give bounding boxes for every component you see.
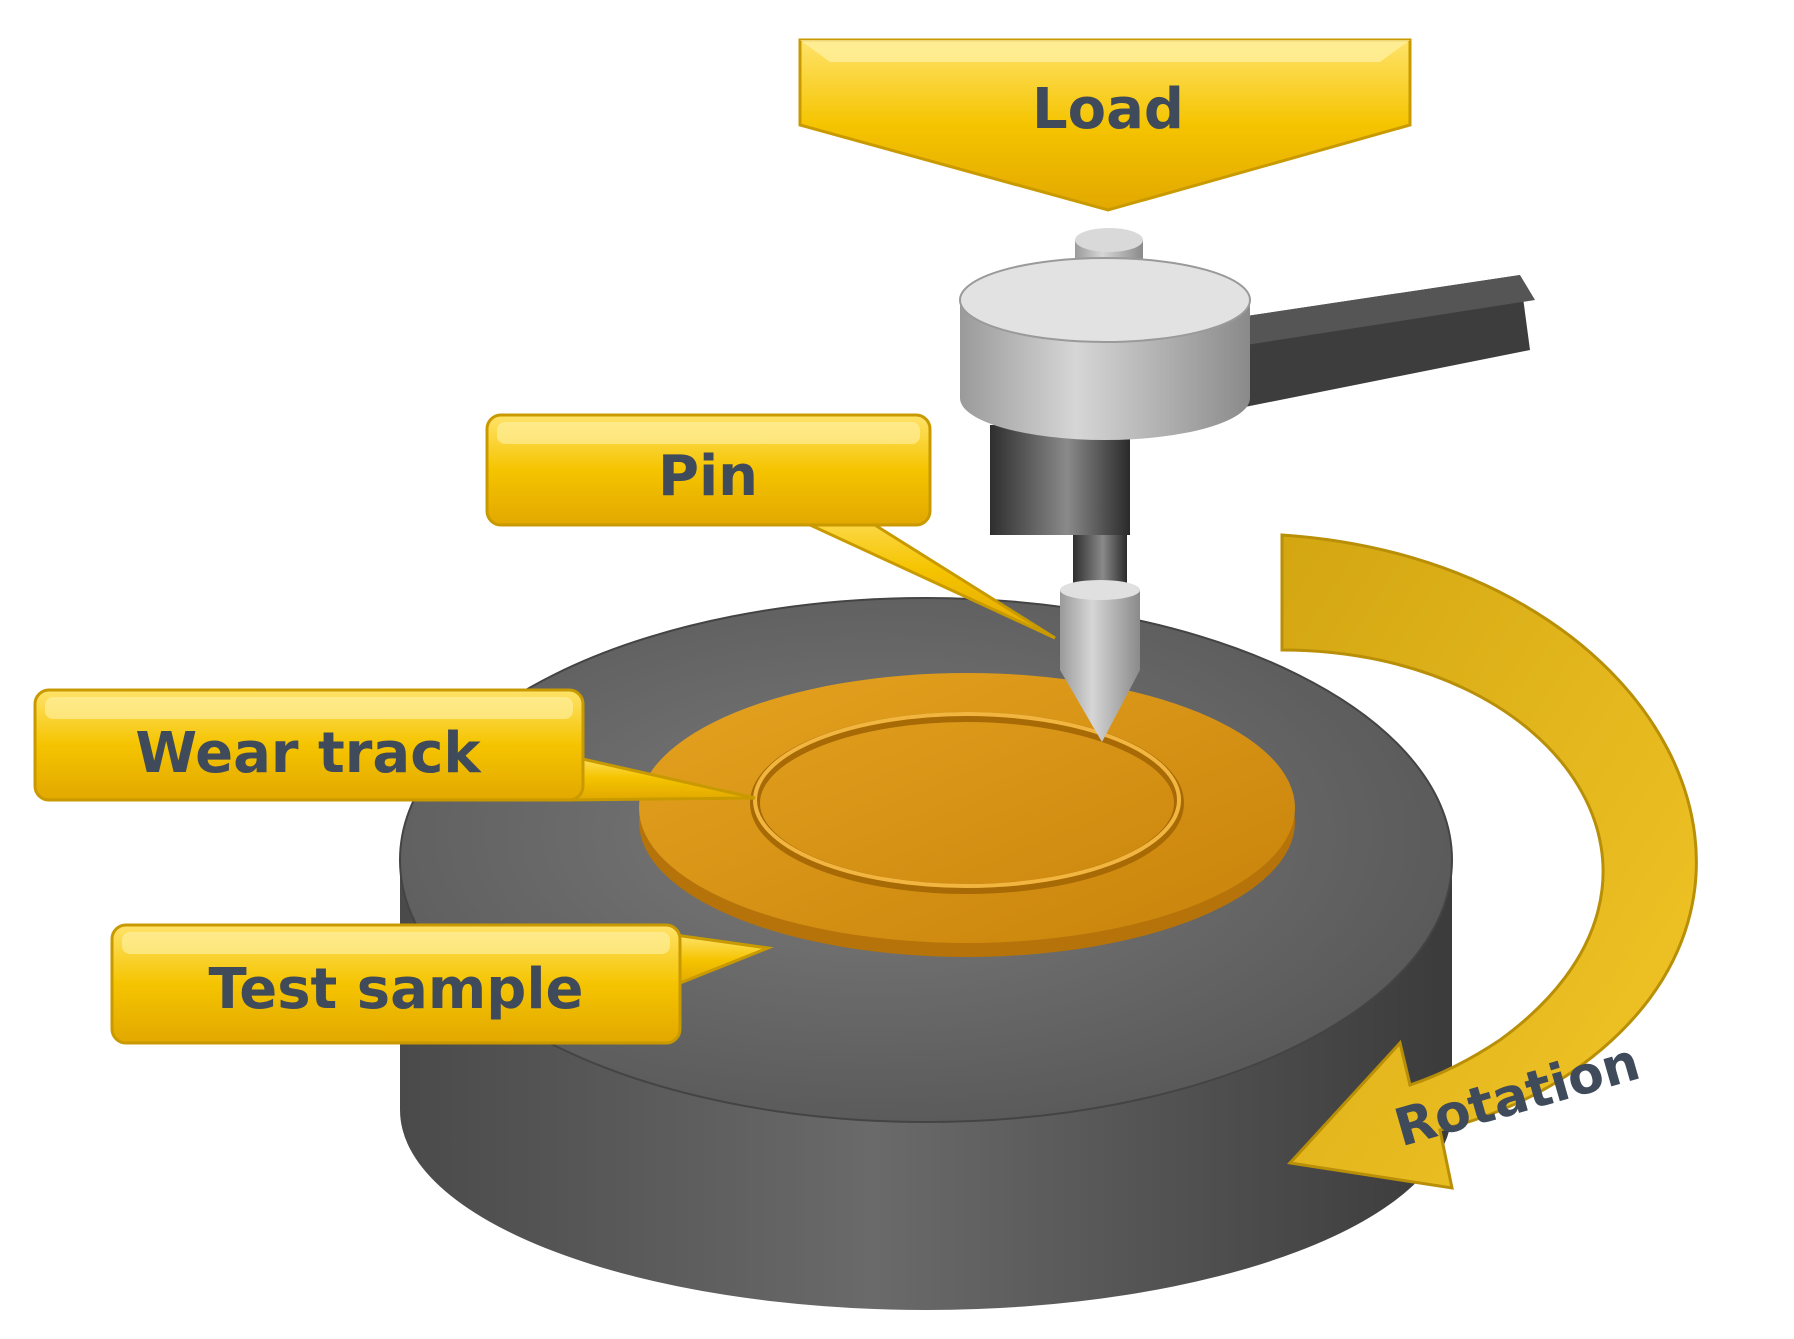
test-sample-plate: [639, 673, 1295, 957]
label-load: Load: [1032, 77, 1184, 142]
wear-track-callout: [33, 688, 756, 802]
rotation-arrow: [1280, 533, 1698, 1190]
weight-cylinder: [959, 228, 1251, 440]
load-callout: [798, 38, 1412, 212]
test-sample-callout: [110, 923, 774, 1045]
label-pin: Pin: [658, 444, 758, 509]
label-test-sample: Test sample: [208, 957, 583, 1022]
label-wear-track: Wear track: [135, 721, 482, 786]
pin: [1060, 535, 1140, 742]
pin-callout: [485, 413, 1056, 640]
